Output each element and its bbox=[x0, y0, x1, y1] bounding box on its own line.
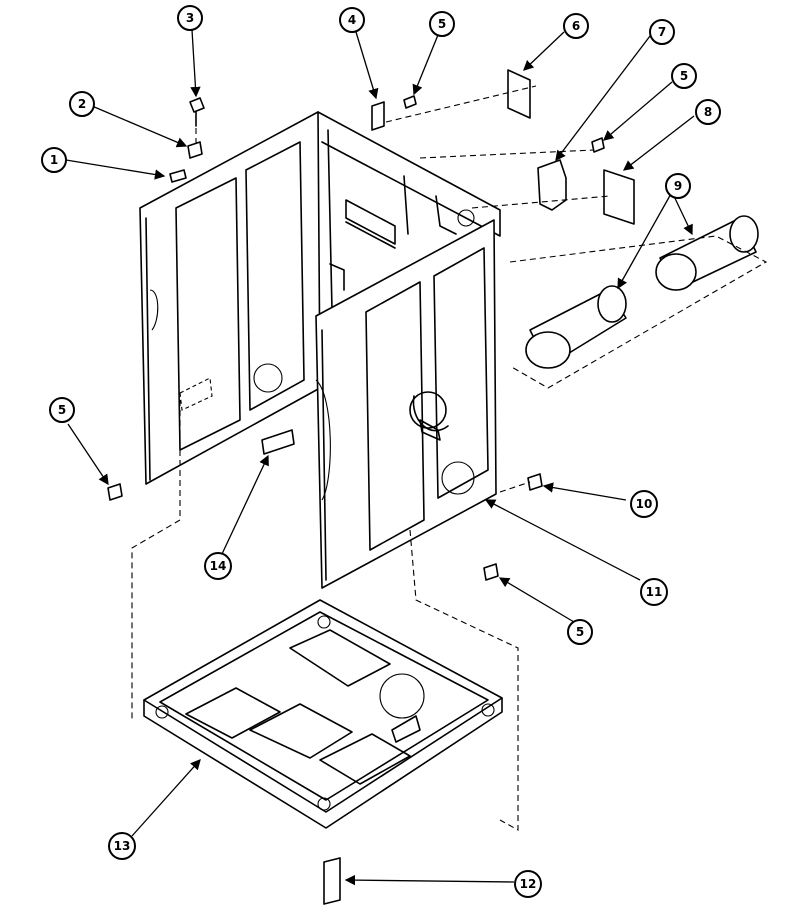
part-7-bracket bbox=[537, 159, 567, 211]
svg-text:2: 2 bbox=[78, 97, 86, 111]
callout-5-bottom: 5 bbox=[567, 619, 593, 645]
callout-10: 10 bbox=[630, 490, 658, 518]
svg-text:9: 9 bbox=[674, 179, 682, 193]
callout-2: 2 bbox=[69, 91, 95, 117]
callout-5-right: 5 bbox=[671, 63, 697, 89]
leader-lines bbox=[65, 29, 695, 886]
svg-text:6: 6 bbox=[572, 19, 580, 33]
svg-text:5: 5 bbox=[58, 403, 66, 417]
base-pan bbox=[143, 599, 503, 829]
callout-5-top: 5 bbox=[429, 11, 455, 37]
part-6-label bbox=[507, 69, 531, 119]
callout-6: 6 bbox=[563, 13, 589, 39]
part-12-leg bbox=[323, 857, 341, 905]
svg-text:3: 3 bbox=[186, 11, 194, 25]
svg-text:8: 8 bbox=[704, 105, 712, 119]
svg-text:12: 12 bbox=[520, 877, 537, 891]
part-4-bracket bbox=[371, 101, 385, 131]
callout-8: 8 bbox=[695, 99, 721, 125]
part-8-label bbox=[603, 169, 635, 225]
callout-14: 14 bbox=[204, 552, 232, 580]
left-side-panel bbox=[139, 111, 321, 485]
part-5-screw-right bbox=[591, 137, 605, 153]
callout-7: 7 bbox=[649, 19, 675, 45]
callout-1: 1 bbox=[41, 147, 67, 173]
part-5-screw-left bbox=[107, 483, 123, 501]
callout-11: 11 bbox=[640, 578, 668, 606]
part-2-nut bbox=[187, 141, 203, 159]
part-5-screw-top bbox=[403, 95, 417, 109]
part-14-label bbox=[261, 429, 295, 455]
svg-text:4: 4 bbox=[348, 13, 356, 27]
svg-text:14: 14 bbox=[210, 559, 227, 573]
callout-12: 12 bbox=[514, 870, 542, 898]
svg-text:11: 11 bbox=[646, 585, 663, 599]
svg-text:5: 5 bbox=[438, 17, 446, 31]
callout-9: 9 bbox=[665, 173, 691, 199]
part-3-screw bbox=[189, 97, 205, 113]
svg-text:10: 10 bbox=[636, 497, 653, 511]
callout-5-left: 5 bbox=[49, 397, 75, 423]
part-5-screw-bottom bbox=[483, 563, 499, 581]
duct-pipes bbox=[509, 215, 768, 389]
svg-text:13: 13 bbox=[114, 839, 131, 853]
part-10-screw bbox=[527, 473, 543, 491]
svg-text:5: 5 bbox=[576, 625, 584, 639]
callout-3: 3 bbox=[177, 5, 203, 31]
svg-text:5: 5 bbox=[680, 69, 688, 83]
svg-text:1: 1 bbox=[50, 153, 58, 167]
back-panel bbox=[317, 111, 501, 311]
front-panel bbox=[315, 219, 497, 589]
svg-text:7: 7 bbox=[658, 25, 666, 39]
callout-4: 4 bbox=[339, 7, 365, 33]
part-1-clip bbox=[169, 169, 187, 183]
callout-13: 13 bbox=[108, 832, 136, 860]
